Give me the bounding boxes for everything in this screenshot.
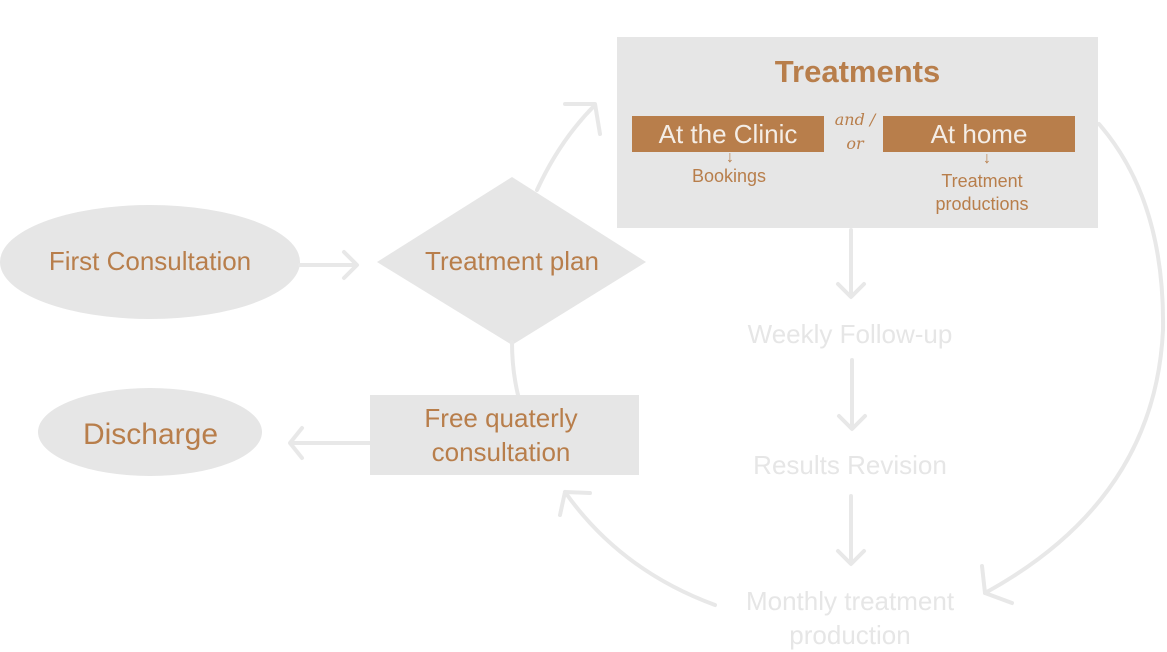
- bookings-label: Bookings: [691, 166, 767, 186]
- treatment-productions-line2: productions: [935, 194, 1029, 214]
- and-or-bottom: or: [846, 134, 864, 153]
- at-home-tag: At home: [883, 116, 1075, 152]
- free-consultation-line2: consultation: [431, 437, 571, 467]
- treatment-productions-line1: Treatment: [941, 171, 1023, 191]
- connector-free-to-plan: [510, 340, 520, 397]
- connector-plan-to-treatments: [535, 103, 597, 192]
- treatment-plan-diamond: [377, 177, 646, 345]
- free-consultation-box: [370, 395, 639, 475]
- discharge-label: Discharge: [82, 418, 219, 451]
- weekly-followup-label: Weekly Follow-up: [747, 319, 953, 349]
- arrowhead-free-to-discharge: [288, 426, 304, 460]
- clinic-down-arrow-icon: ↓: [726, 149, 734, 166]
- home-down-arrow-icon: ↓: [983, 150, 991, 167]
- at-the-clinic-tag: At the Clinic: [632, 116, 824, 152]
- arrowhead-plan-to-treatments: [563, 102, 602, 136]
- arrowhead-treatments-to-weekly: [836, 282, 866, 299]
- free-consultation-line1: Free quaterly: [424, 403, 578, 433]
- discharge-shape: [38, 388, 262, 476]
- arrowhead-results-to-monthly: [836, 549, 866, 566]
- arrowhead-weekly-to-results: [837, 414, 867, 431]
- arrowhead-monthly-to-free: [558, 490, 592, 517]
- results-revision-label: Results Revision: [753, 450, 947, 480]
- and-or-top: and /: [834, 110, 876, 129]
- treatment-plan-label: Treatment plan: [425, 246, 599, 276]
- treatments-title: Treatments: [774, 54, 941, 89]
- arrowhead-first-to-plan: [342, 250, 359, 280]
- connector-monthly-to-free: [563, 490, 717, 607]
- connector-treatments-to-monthly: [983, 122, 1166, 595]
- monthly-production-line2: production: [789, 620, 911, 650]
- first-consultation-shape: [0, 205, 300, 319]
- first-consultation-label: First Consultation: [48, 246, 252, 276]
- arrowhead-treatments-to-monthly: [980, 564, 1014, 605]
- monthly-production-line1: Monthly treatment: [745, 586, 955, 616]
